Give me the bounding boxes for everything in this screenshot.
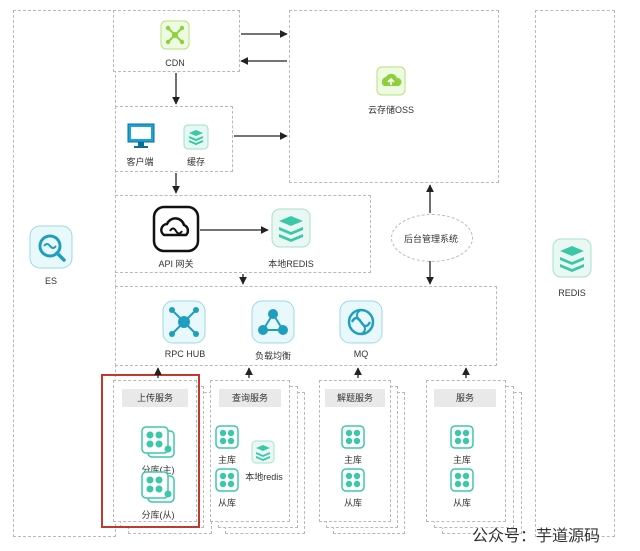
service-title: 服务 [434,389,496,407]
upload-slave-label: 分库(从) [141,510,175,520]
cache-label: 缓存 [186,157,205,167]
rpc-hub-icon [162,300,206,349]
monitor-icon [127,123,155,154]
upload-highlight [101,374,200,528]
query-local-redis-label: 本地redis [245,472,283,482]
database-master-icon [450,425,474,454]
database-slave-icon [450,468,474,497]
admin-label: 后台管理系统 [403,234,458,244]
oss-label: 云存储OSS [367,105,414,115]
redis-label: REDIS [558,288,586,298]
database-slave-icon [138,470,178,511]
cache-icon [183,124,209,155]
local-redis-label: 本地REDIS [268,259,314,269]
cdn-icon [160,20,190,55]
load-balance-icon [251,300,295,349]
admin-oval [391,214,473,262]
client-label: 客户端 [126,157,154,167]
database-master-icon [215,425,239,454]
redis-icon [552,238,592,283]
database-master-icon [138,425,178,466]
mq-icon [339,300,383,349]
parse-master-label: 主库 [343,455,362,465]
oss-box [289,10,499,183]
api-gateway-label: API 网关 [158,259,194,269]
parse-slave-label: 从库 [343,498,362,508]
watermark: 公众号：芋道源码 [472,526,601,545]
service-slave-label: 从库 [452,498,471,508]
query-slave-label: 从库 [217,498,236,508]
local-redis-icon [251,440,275,469]
database-slave-icon [215,468,239,497]
database-slave-icon [341,468,365,497]
es-label: ES [44,276,57,286]
parse-service-title: 解题服务 [325,389,385,407]
upload-master-label: 分库(主) [141,465,175,475]
upload-service-title: 上传服务 [122,389,188,407]
cloud-storage-icon [376,66,406,101]
es-column [13,10,116,537]
load-balance-label: 负载均衡 [254,351,291,361]
cdn-label: CDN [165,58,185,68]
es-icon [29,225,73,274]
local-redis-icon [271,208,311,253]
query-master-label: 主库 [217,455,236,465]
service-master-label: 主库 [452,455,471,465]
rpc-hub-label: RPC HUB [164,349,206,359]
api-gateway-icon [152,205,200,258]
database-master-icon [341,425,365,454]
query-service-title: 查询服务 [219,389,281,407]
mq-label: MQ [353,349,369,359]
